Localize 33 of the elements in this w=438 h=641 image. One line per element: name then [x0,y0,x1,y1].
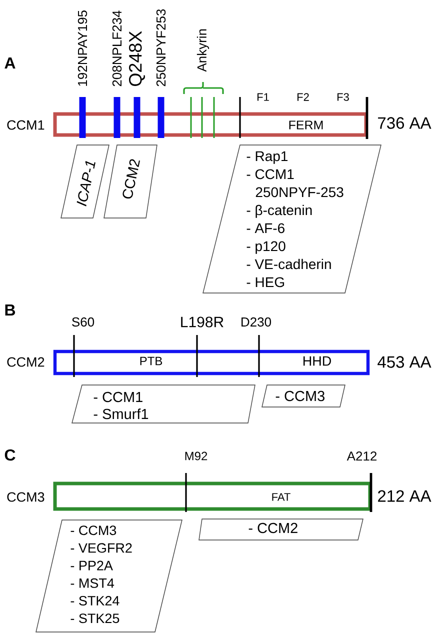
panel-letter: A [4,58,16,69]
length-label: 212 AA [378,490,432,502]
partner-box: - CCM3 [262,384,346,408]
protein-name: CCM2 [7,357,44,367]
partner-box: - CCM2 [198,518,364,540]
subdomain-label: F2 [297,93,309,101]
subdomain-label: F1 [257,93,269,101]
site-label: S60 [72,317,94,327]
panel-letter: B [5,304,16,316]
site-label: M92 [185,452,208,460]
site-label: A212 [346,451,376,461]
protein-name: CCM3 [7,492,44,502]
domain-label: HHD [303,356,331,366]
panel-letter: C [4,449,16,461]
protein-name: CCM1 [7,120,44,130]
subdomain-label: F3 [337,93,349,101]
partner-box: - CCM3 - VEGFR2 - PP2A - MST4 - STK24 - STK25 [36,520,182,632]
domain-label: PTB [140,356,162,366]
domain-label: Ankyrin [196,29,210,72]
length-label: 453 AA [378,356,432,368]
site-label: 250NPYF253 [156,9,166,86]
site-label: 208NPLF234 [112,10,122,86]
partner-box: - Rap1 - CCM1 250NPYF-253 - β-catenin - AF-6 - p120 - VE-cadherin - HEG [202,144,382,294]
site-label: D230 [242,317,272,327]
site-label: Q248X [129,31,145,86]
domain-label: FAT [272,493,290,501]
length-label: 736 AA [378,117,432,129]
domain-label: FERM [289,120,323,130]
site-label: 192NPAY195 [78,10,88,86]
partner-box: CCM2 [104,144,158,218]
site-label: L198R [181,316,224,328]
partner-box: ICAP-1 [60,144,110,218]
partner-box: - CCM1 - Smurf1 [72,384,256,424]
